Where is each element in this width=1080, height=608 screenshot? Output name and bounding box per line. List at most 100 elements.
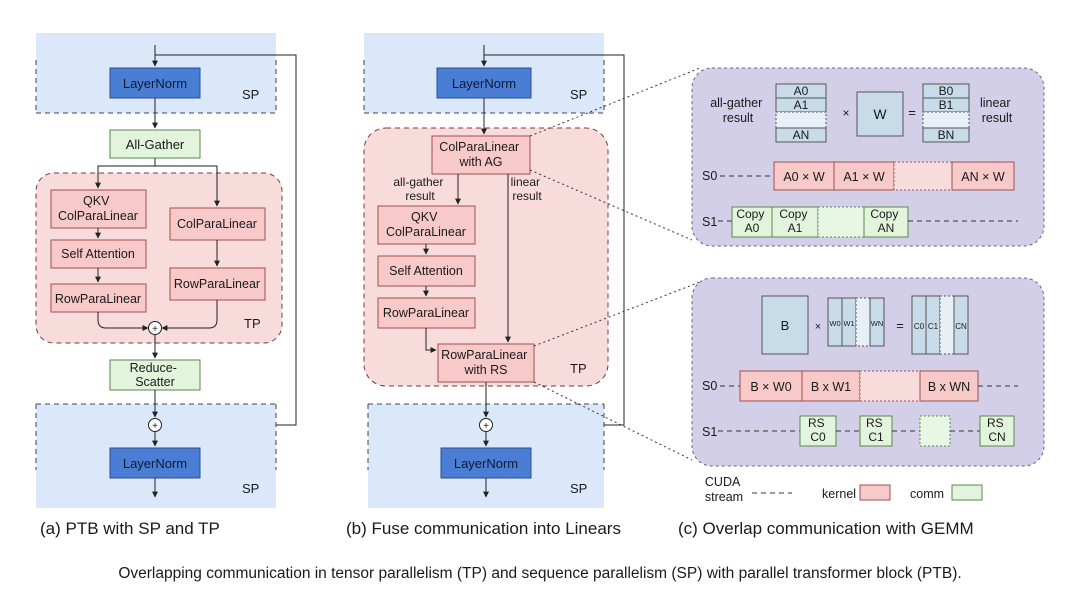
row-para-linear-label-b: RowParaLinear: [383, 306, 469, 320]
s0-kernel-3: AN × W: [961, 170, 1005, 184]
linear-result-label-b: linear result: [511, 175, 544, 203]
panel-c-top: all-gather result A0 A1 AN × W = B0 B1 B…: [691, 67, 1045, 247]
legend-comm-label: comm: [910, 487, 944, 501]
plus-label-a: +: [152, 324, 158, 335]
layernorm-bottom-box-b: [440, 447, 532, 479]
layernorm-bottom-label: LayerNorm: [123, 456, 187, 471]
sp-label-top: SP: [242, 87, 259, 102]
s1-rs-3: RS CN: [987, 416, 1007, 444]
caption-b: (b) Fuse communication into Linears: [346, 519, 621, 538]
sp-label-bottom: SP: [242, 481, 259, 496]
connector-4: [533, 381, 693, 461]
plus-node-a: [148, 321, 162, 335]
legend-kernel-label: kernel: [822, 487, 856, 501]
s1-label-top: S1: [702, 215, 717, 229]
col-ag-label: ColParaLinear with AG: [439, 140, 522, 169]
sp-label-top-b: SP: [570, 87, 587, 102]
svg-text:B0: B0: [939, 84, 954, 98]
s1-copy-0: Copy A0: [736, 207, 767, 235]
qkv-label-a: QKV ColParaLinear: [58, 194, 138, 223]
svg-text:C1: C1: [928, 322, 939, 331]
svg-text:WN: WN: [871, 319, 884, 328]
s1-copy-1: Copy A1: [779, 207, 810, 235]
plus-node-b: [479, 418, 493, 432]
qkv-box-a: [50, 189, 147, 229]
panel-c-bottom: B × W0 W1 WN = C0 C1 CN S0 B × W0 B x W1: [691, 277, 1045, 467]
w-label: W: [873, 106, 887, 122]
layernorm-top-box: [109, 67, 201, 99]
c-blocks: C0 C1 CN: [911, 295, 969, 355]
panel-b: SP LayerNorm TP ColParaLinear with AG al…: [346, 33, 625, 538]
row-para-linear-left-box: [50, 283, 147, 313]
s0-label-top: S0: [702, 169, 717, 183]
row-rs-label: RowParaLinear with RS: [441, 348, 531, 377]
row-para-linear-box-b: [377, 297, 476, 329]
s0-kernel-bottom-3: B x WN: [928, 380, 970, 394]
s1-label-bottom: S1: [702, 425, 717, 439]
caption-c: (c) Overlap communication with GEMM: [678, 519, 974, 538]
qkv-label-b: QKV ColParaLinear: [386, 210, 466, 239]
times-bottom: ×: [815, 321, 821, 333]
all-gather-box: [109, 129, 201, 159]
all-gather-label: All-Gather: [126, 137, 185, 152]
self-attention-box-a: [50, 239, 147, 269]
panel-a: SP LayerNorm All-Gather TP QKV ColParaLi…: [35, 33, 297, 538]
layernorm-bottom-box: [109, 447, 201, 479]
figure-caption: Overlapping communication in tensor para…: [118, 565, 961, 582]
all-gather-result-label-b: all-gather result: [393, 175, 446, 203]
legend-comm-swatch: [951, 484, 983, 501]
a-matrix: A0 A1 AN: [775, 83, 827, 143]
self-attention-label-b: Self Attention: [389, 264, 463, 278]
svg-text:A1: A1: [794, 98, 809, 112]
svg-text:B1: B1: [939, 98, 954, 112]
tp-label-a: TP: [244, 316, 261, 331]
connector-1: [529, 67, 701, 137]
all-gather-result-label-c: all-gather result: [710, 96, 766, 125]
s1-rs-1: RS C1: [866, 416, 886, 444]
row-rs-box: [437, 343, 535, 383]
legend-cuda-stream: CUDA stream: [705, 475, 743, 504]
s1-rs-0: RS C0: [808, 416, 828, 444]
b-label-bottom: B: [781, 318, 790, 333]
legend: CUDA stream kernel comm: [705, 475, 983, 504]
svg-text:A0: A0: [794, 84, 809, 98]
qkv-box-b: [377, 205, 476, 245]
s1-copy-3: Copy AN: [870, 207, 901, 235]
b-matrix: B0 B1 BN: [922, 83, 970, 143]
s0-kernel-bottom-1: B x W1: [811, 380, 851, 394]
svg-text:AN: AN: [793, 128, 810, 142]
col-para-linear-label-a: ColParaLinear: [177, 217, 257, 231]
s0-kernel-1: A1 × W: [843, 170, 885, 184]
row-para-linear-right-label: RowParaLinear: [174, 277, 260, 291]
caption-a: (a) PTB with SP and TP: [40, 519, 220, 538]
col-ag-box: [431, 135, 531, 175]
plus-label-a-bottom: +: [152, 421, 158, 432]
svg-text:BN: BN: [938, 128, 955, 142]
svg-text:W0: W0: [829, 319, 840, 328]
svg-text:C0: C0: [914, 322, 925, 331]
plus-node-a-bottom: [148, 418, 162, 432]
w-matrix: [856, 91, 904, 137]
linear-result-label-c: linear result: [980, 96, 1014, 125]
times-top: ×: [842, 106, 849, 120]
layernorm-bottom-label-b: LayerNorm: [454, 456, 518, 471]
plus-label-b: +: [483, 421, 489, 432]
s0-kernel-0: A0 × W: [783, 170, 825, 184]
s0-kernel-bottom-0: B × W0: [750, 380, 791, 394]
b-matrix-bottom: [761, 295, 809, 355]
sp-label-bottom-b: SP: [570, 481, 587, 496]
layernorm-top-label: LayerNorm: [123, 76, 187, 91]
svg-text:CN: CN: [955, 322, 967, 331]
reduce-scatter-box: [109, 359, 201, 391]
row-para-linear-left-label: RowParaLinear: [55, 292, 141, 306]
equals-top: =: [908, 105, 916, 120]
legend-kernel-swatch: [859, 484, 891, 501]
s0-label-bottom: S0: [702, 379, 717, 393]
self-attention-label-a: Self Attention: [61, 247, 135, 261]
layernorm-top-box-b: [436, 67, 532, 99]
svg-text:W1: W1: [843, 319, 854, 328]
tp-label-b: TP: [570, 361, 587, 376]
layernorm-top-label-b: LayerNorm: [452, 76, 516, 91]
col-para-linear-box-a: [169, 207, 266, 241]
